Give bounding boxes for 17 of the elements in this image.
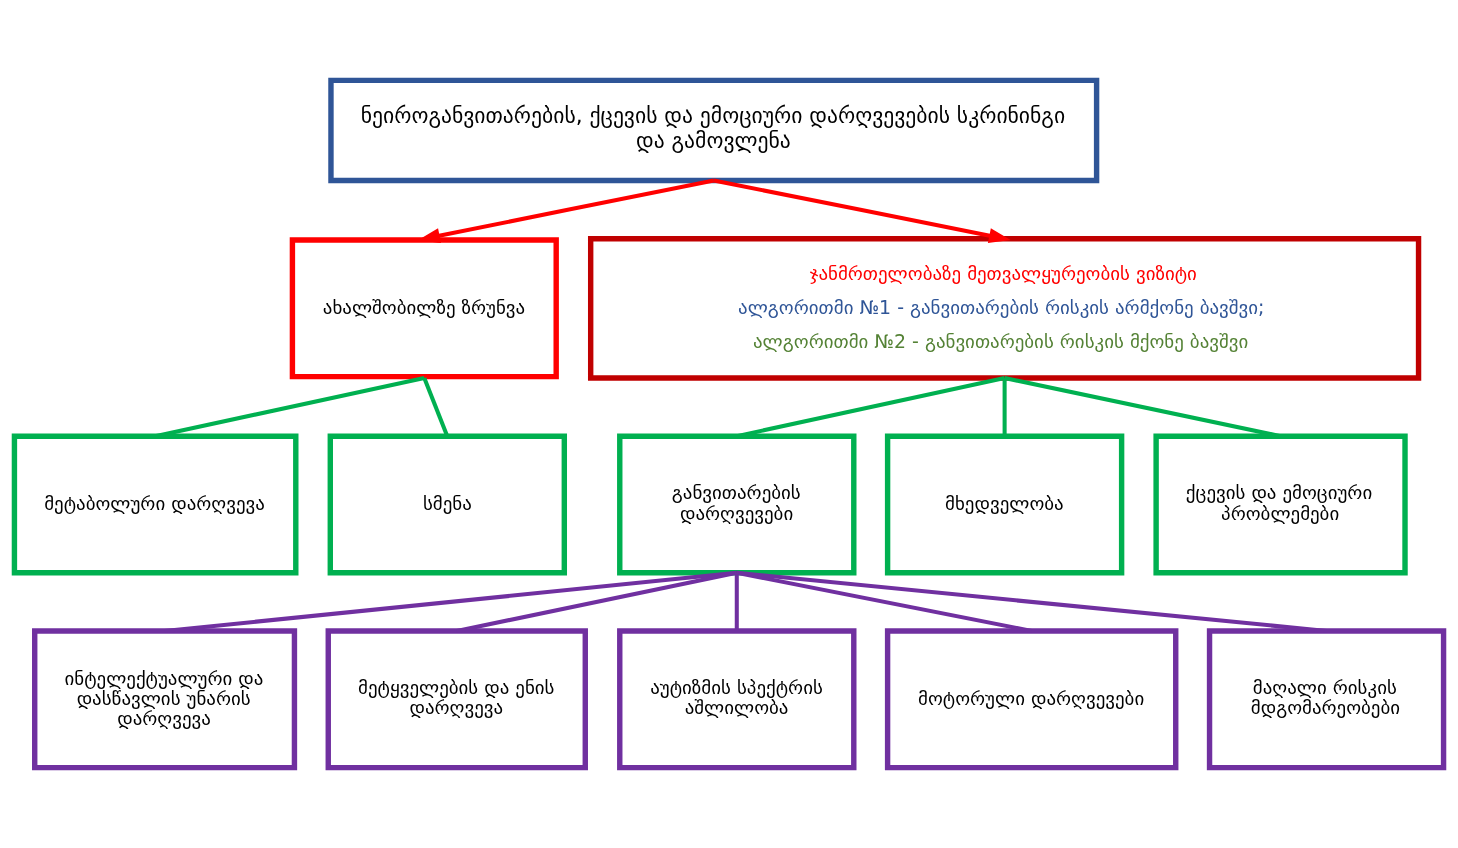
connector: [734, 572, 739, 631]
connector: [422, 377, 450, 437]
node-box: ნეიროგანვითარების, ქცევის და ემოციური დარღვევების სკრინინგი და გამოვლენა: [328, 77, 1100, 184]
node-box: ახალშობილზე ზრუნვა: [289, 237, 559, 380]
node-box: მაღალი რისკის მდგომარეობები: [1206, 628, 1447, 771]
node-box: მოტორული დარღვევები: [884, 628, 1179, 771]
node-box: ინტელექტუალური და დასწავლის უნარის დარღვევა: [32, 628, 298, 771]
node-box: განვითარების დარღვევები: [617, 433, 857, 576]
node-box: სმენა: [327, 433, 567, 576]
arrow: [713, 178, 1011, 244]
connector: [1002, 378, 1007, 437]
node-box: აუტიზმის სპექტრის აშლილობა: [617, 628, 857, 771]
node-box: ჯანმრთელობაზე მეთვალყურეობის ვიზიტი ალგორითმი №1 - განვითარების რისკის არმქონე ბავშვი; ალგორითმი №2 - განვითარების რისკის მქონე ბავშვი: [588, 235, 1422, 381]
node-box: ქცევის და ემოციური პრობლემები: [1153, 433, 1408, 576]
node-box: მეტყველების და ენის დარღვევა: [325, 628, 588, 771]
node-box: მეტაბოლური დარღვევა: [11, 433, 299, 576]
node-box: მხედველობა: [884, 433, 1125, 576]
